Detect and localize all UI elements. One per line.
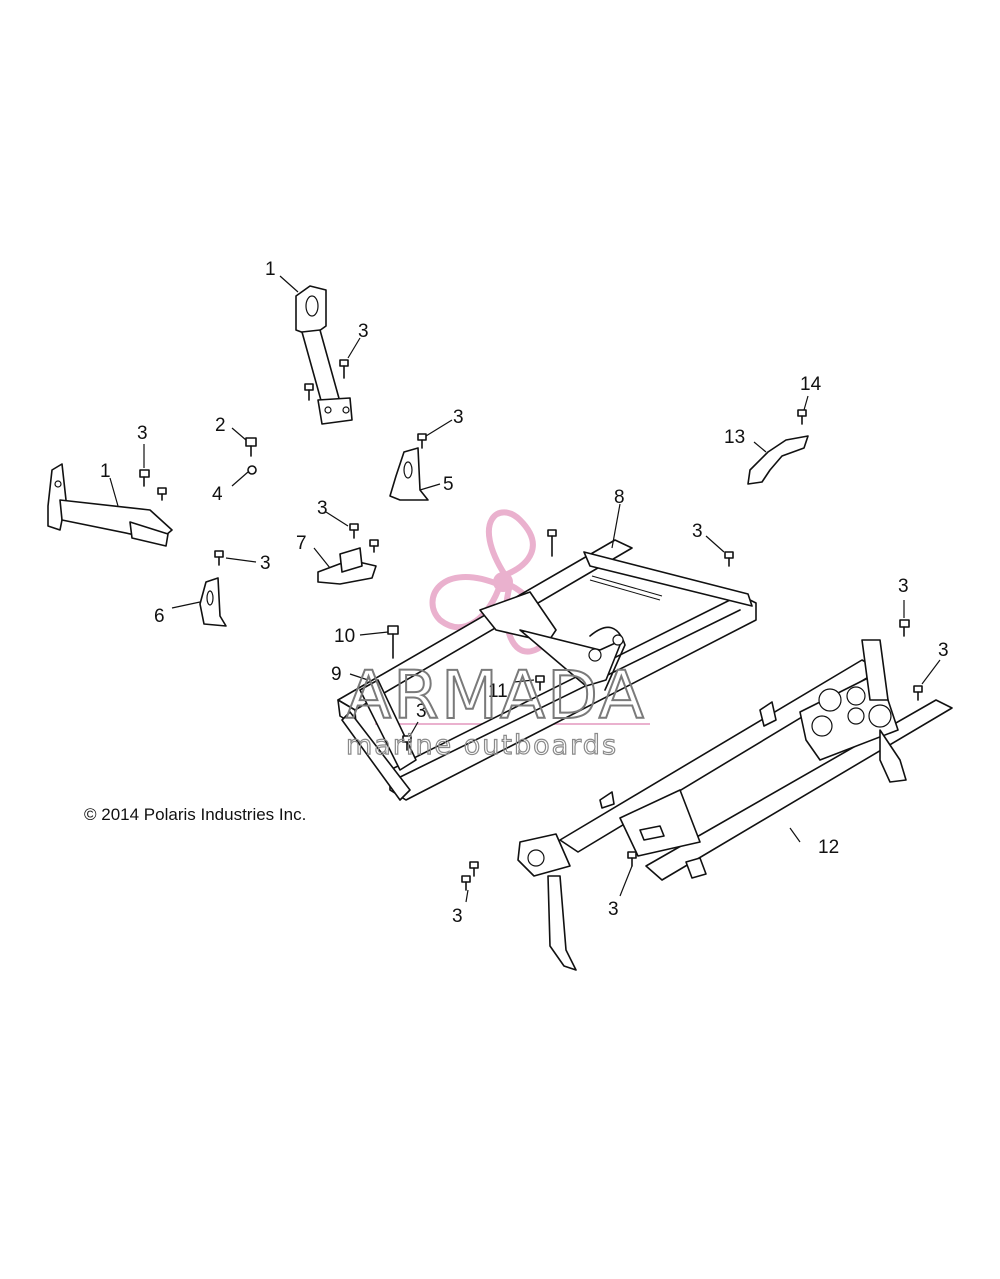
bolt-icon bbox=[469, 861, 479, 877]
bolt-icon bbox=[339, 359, 349, 379]
callout-9: 9 bbox=[331, 664, 342, 685]
part-1-upper-bracket bbox=[295, 285, 353, 425]
callout-7: 7 bbox=[296, 533, 307, 554]
bolt-icon bbox=[157, 487, 167, 501]
callout-1-upper: 1 bbox=[265, 259, 276, 280]
callout-8: 8 bbox=[614, 487, 625, 508]
callout-3: 3 bbox=[898, 576, 909, 597]
callout-3: 3 bbox=[692, 521, 703, 542]
nut-icon bbox=[245, 437, 257, 457]
bolt-icon bbox=[402, 735, 412, 751]
watermark-subtitle: marine outboards bbox=[346, 730, 618, 761]
part-10-bolt-icon bbox=[387, 625, 399, 659]
callout-3: 3 bbox=[452, 906, 463, 927]
callout-3: 3 bbox=[317, 498, 328, 519]
bolt-icon bbox=[461, 875, 471, 891]
bolt-icon bbox=[304, 383, 314, 401]
callout-3: 3 bbox=[358, 321, 369, 342]
callout-13: 13 bbox=[724, 427, 745, 448]
copyright-notice: © 2014 Polaris Industries Inc. bbox=[84, 805, 306, 824]
bolt-icon bbox=[369, 539, 379, 553]
callout-3: 3 bbox=[137, 423, 148, 444]
bolt-icon bbox=[913, 685, 923, 701]
callout-6: 6 bbox=[154, 606, 165, 627]
bolt-icon bbox=[899, 619, 910, 637]
bolt-icon bbox=[139, 469, 150, 487]
bolt-icon bbox=[724, 551, 734, 567]
callout-10: 10 bbox=[334, 626, 355, 647]
part-5-bracket bbox=[389, 447, 429, 501]
part-6-bracket bbox=[199, 577, 227, 627]
part-13-bracket bbox=[747, 435, 809, 485]
callout-labels: 1 3 1 3 2 4 3 5 6 3 3 7 8 3 10 9 11 3 3 … bbox=[100, 259, 949, 927]
part-7-bracket bbox=[317, 547, 377, 585]
callout-4: 4 bbox=[212, 484, 223, 505]
part-1-left-bracket bbox=[47, 463, 173, 547]
part-11-bolt-icon bbox=[535, 675, 545, 691]
callout-3: 3 bbox=[260, 553, 271, 574]
callout-12: 12 bbox=[818, 837, 839, 858]
callout-14: 14 bbox=[800, 374, 822, 395]
bolt-icon bbox=[417, 433, 427, 449]
part-14-screw-icon bbox=[797, 409, 807, 425]
washer-icon bbox=[247, 465, 257, 475]
bolt-icon bbox=[547, 529, 557, 557]
bolt-icon bbox=[349, 523, 359, 539]
bolt-icon bbox=[627, 851, 637, 867]
part-12-frame bbox=[517, 639, 953, 971]
callout-2: 2 bbox=[215, 415, 226, 436]
part-8-frame bbox=[337, 539, 757, 801]
callout-5: 5 bbox=[443, 474, 454, 495]
part-9-rail bbox=[359, 679, 417, 771]
callout-1-left: 1 bbox=[100, 461, 111, 482]
watermark-title: ARMADA bbox=[346, 657, 646, 734]
callout-3: 3 bbox=[608, 899, 619, 920]
callout-3: 3 bbox=[453, 407, 464, 428]
bolt-icon bbox=[214, 550, 224, 566]
leader-lines bbox=[109, 275, 941, 903]
callout-3: 3 bbox=[938, 640, 949, 661]
callout-11: 11 bbox=[488, 681, 508, 702]
callout-3: 3 bbox=[416, 701, 427, 722]
